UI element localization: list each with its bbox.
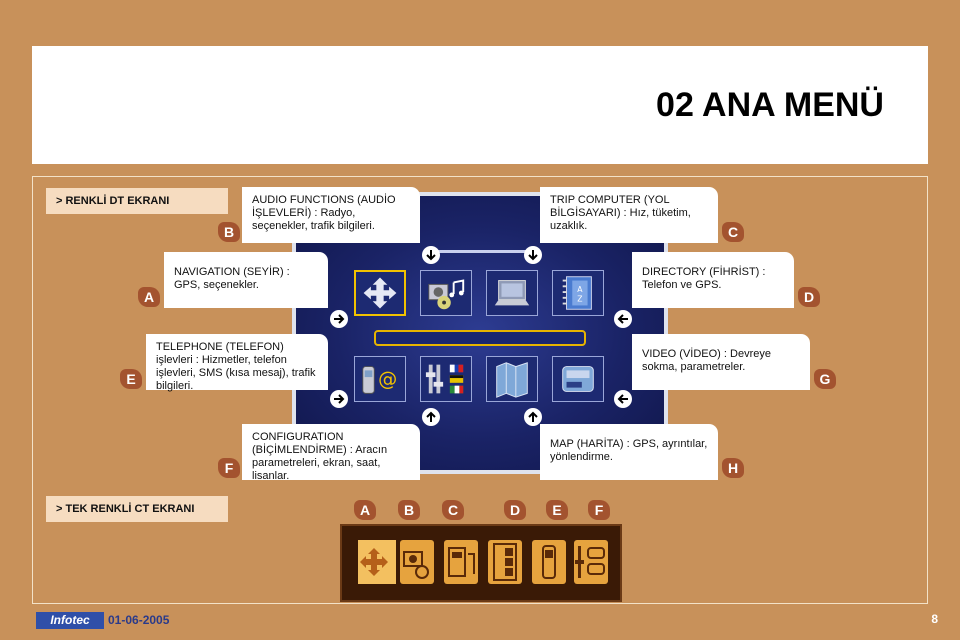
configuration-icon[interactable]: [420, 356, 472, 402]
audio-icon[interactable]: [420, 270, 472, 316]
map-icon[interactable]: [486, 356, 538, 402]
trip-computer-icon[interactable]: [444, 540, 478, 584]
callout-audio: AUDIO FUNCTIONS (AUDİO İŞLEVLERİ) : Rady…: [242, 187, 420, 243]
page-title: 02 ANA MENÜ: [656, 86, 884, 124]
arrow-down-icon: [422, 246, 440, 264]
badge-map: H: [722, 458, 744, 478]
arrow-left-icon: [614, 390, 632, 408]
badge-configuration: F: [218, 458, 240, 478]
callout-navigation: NAVIGATION (SEYİR) : GPS, seçenekler.: [164, 252, 328, 308]
navigation-icon[interactable]: [354, 270, 406, 316]
badge-bottom-c: C: [442, 500, 464, 520]
infotec-logo: Infotec: [36, 612, 104, 629]
video-icon[interactable]: [552, 356, 604, 402]
badge-navigation: A: [138, 287, 160, 307]
svg-text:Z: Z: [577, 295, 582, 304]
svg-text:@: @: [378, 368, 397, 391]
arrow-down-icon: [524, 246, 542, 264]
badge-directory: D: [798, 287, 820, 307]
callout-map: MAP (HARİTA) : GPS, ayrıntılar, yönlendi…: [540, 424, 718, 480]
footer-date: 01-06-2005: [108, 613, 170, 627]
arrow-up-icon: [422, 408, 440, 426]
mono-display-screen: [340, 524, 622, 602]
arrow-left-icon: [614, 310, 632, 328]
arrow-right-icon: [330, 390, 348, 408]
badge-audio: B: [218, 222, 240, 242]
page-number: 8: [931, 612, 938, 626]
badge-bottom-f: F: [588, 500, 610, 520]
badge-trip: C: [722, 222, 744, 242]
callout-configuration: CONFIGURATION (BİÇİMLENDİRME) : Aracın p…: [242, 424, 420, 482]
callout-video: VIDEO (VİDEO) : Devreye sokma, parametre…: [632, 334, 810, 390]
telephone-icon[interactable]: [532, 540, 566, 584]
arrow-up-icon: [524, 408, 542, 426]
content-frame: [32, 176, 928, 604]
arrow-right-icon: [330, 310, 348, 328]
badge-video: G: [814, 369, 836, 389]
callout-trip: TRIP COMPUTER (YOL BİLGİSAYARI) : Hız, t…: [540, 187, 718, 243]
connector-line: [432, 250, 528, 253]
section-tab-mono-ct: > TEK RENKLİ CT EKRANI: [46, 496, 228, 522]
badge-bottom-e: E: [546, 500, 568, 520]
navigation-icon[interactable]: [358, 540, 396, 584]
display-bar: [374, 330, 586, 346]
callout-directory: DIRECTORY (FİHRİST) : Telefon ve GPS.: [632, 252, 794, 308]
audio-icon[interactable]: [400, 540, 434, 584]
callout-telephone: TELEPHONE (TELEFON) işlevleri : Hizmetle…: [146, 334, 328, 392]
badge-bottom-a: A: [354, 500, 376, 520]
directory-icon[interactable]: [488, 540, 522, 584]
section-tab-color-dt: > RENKLİ DT EKRANI: [46, 188, 228, 214]
svg-text:A: A: [577, 285, 583, 294]
badge-telephone: E: [120, 369, 142, 389]
badge-bottom-b: B: [398, 500, 420, 520]
telephone-icon[interactable]: @: [354, 356, 406, 402]
badge-bottom-d: D: [504, 500, 526, 520]
header-panel: 02 ANA MENÜ: [32, 46, 928, 164]
trip-computer-icon[interactable]: [486, 270, 538, 316]
configuration-icon[interactable]: [574, 540, 608, 584]
